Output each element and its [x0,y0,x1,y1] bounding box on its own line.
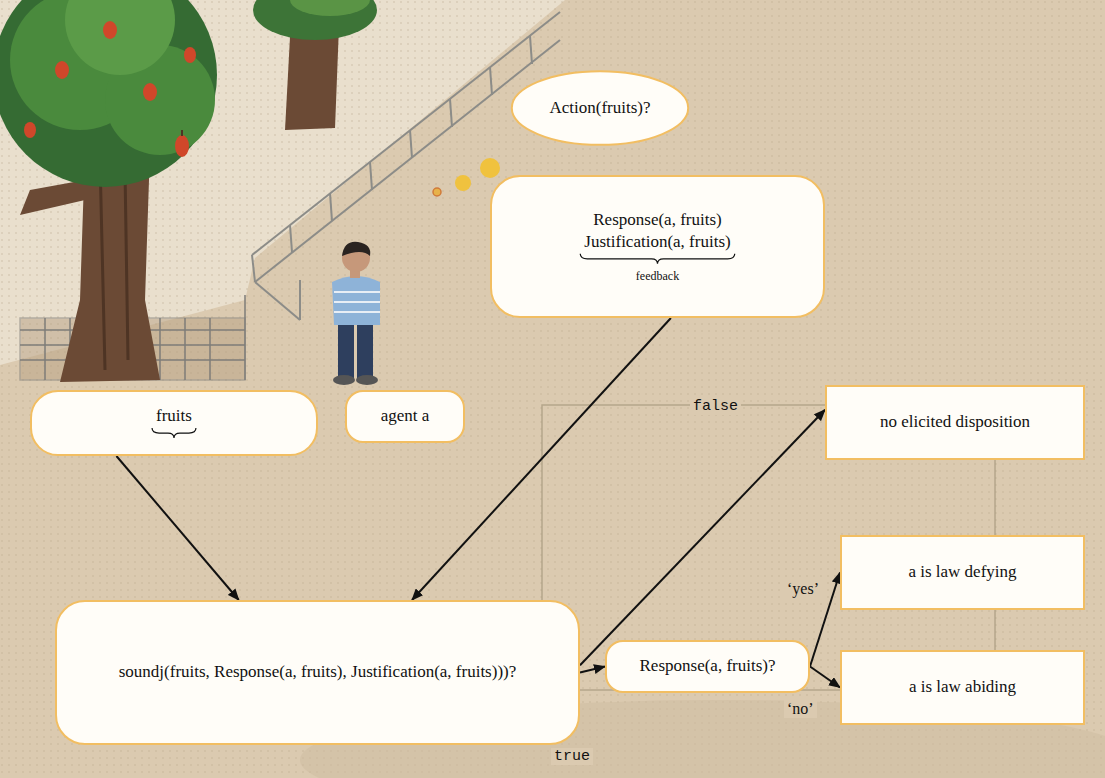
connector-arrow [412,318,671,600]
outcome-box: no elicited disposition [825,385,1085,460]
feedback-box: Response(a, fruits)Justification(a, frui… [490,175,825,318]
input-box: fruits [30,390,318,456]
agent-label-box: agent a [345,390,465,443]
node-text: soundj(fruits, Response(a, fruits), Just… [119,661,517,683]
test-box: soundj(fruits, Response(a, fruits), Just… [55,600,580,745]
edge-label: ‘no’ [784,700,817,718]
connector-arrow [810,667,840,688]
edge-label: ‘yes’ [784,580,822,598]
node-text: Justification(a, fruits) [584,231,730,253]
connector-arrow [580,667,605,673]
node-text: Response(a, fruits)? [640,655,776,677]
node-text: agent a [381,405,430,427]
node-text: Action(fruits)? [549,97,650,119]
connector-arrow [580,410,825,666]
edge-label: true [551,748,593,765]
node-text: feedback [636,269,679,285]
edge-label: false [690,398,741,415]
node-text: no elicited disposition [880,411,1030,433]
outcome-box: a is law defying [840,535,1085,610]
decision-box: Response(a, fruits)? [605,640,810,693]
node-text: Response(a, fruits) [593,209,721,231]
connector-arrow [116,456,238,600]
node-text: fruits [156,405,192,427]
node-text: a is law abiding [909,676,1016,698]
node-text: a is law defying [908,561,1016,583]
question-ellipse: Action(fruits)? [510,70,690,146]
outcome-box: a is law abiding [840,650,1085,725]
